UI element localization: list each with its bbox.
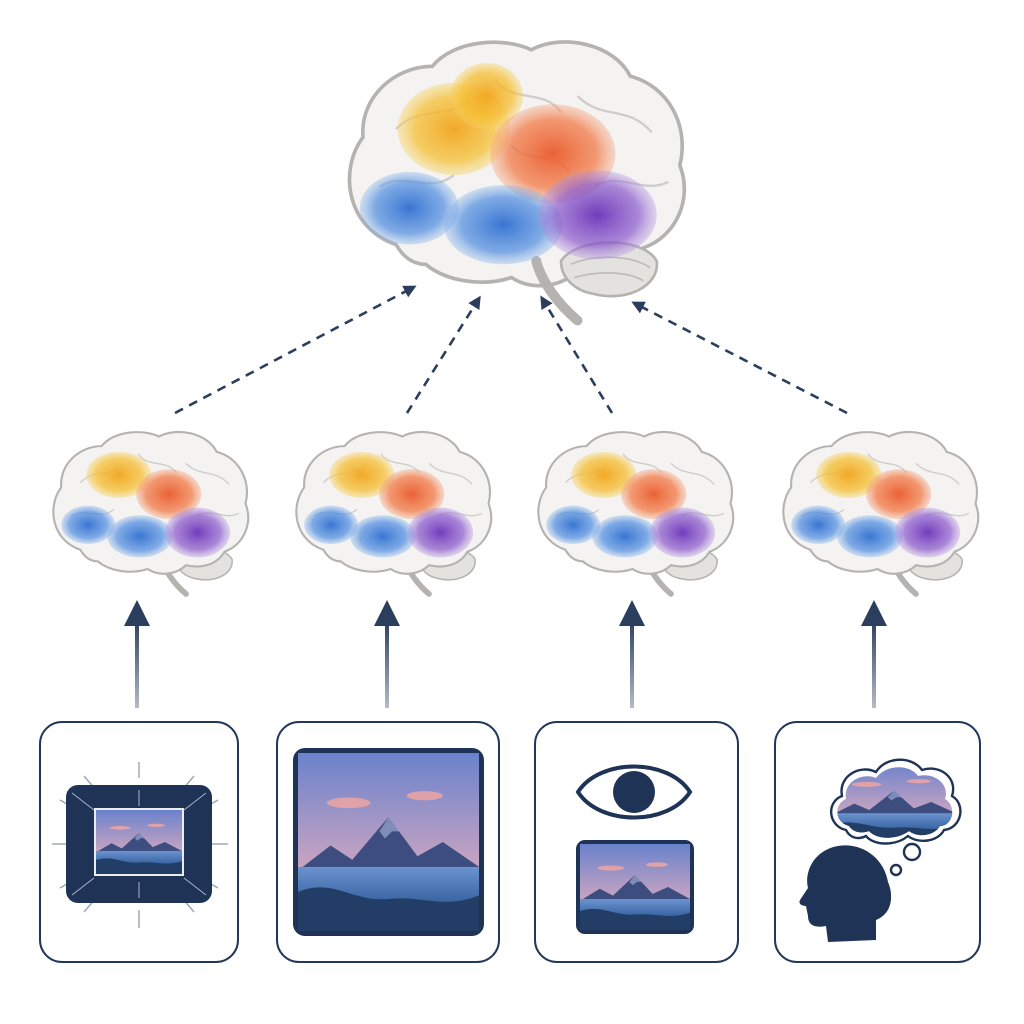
panel-eye-viewing-image [534, 721, 739, 963]
region-orange [621, 469, 687, 520]
region-purple [894, 507, 961, 558]
region-purple [649, 507, 716, 558]
panel-landscape-image [276, 721, 500, 963]
region-blue-center [837, 515, 903, 558]
solid-arrows [124, 600, 887, 708]
region-blue-center [592, 515, 658, 558]
eye-icon [575, 764, 693, 820]
region-orange [136, 469, 202, 520]
landscape-icon [293, 748, 484, 936]
thinking-head-icon [799, 845, 892, 942]
arrow-dashed-3 [540, 295, 614, 414]
dashed-arrows [174, 285, 848, 415]
region-yellow [571, 451, 637, 498]
brain-perception-bright [52, 430, 250, 597]
arrow-solid-2 [374, 600, 400, 708]
region-purple [164, 507, 231, 558]
region-orange [866, 469, 932, 520]
region-blue-center [350, 515, 416, 558]
panel-flashing-image [39, 721, 239, 963]
panel-imagining-scene [774, 721, 981, 963]
region-yellow [816, 451, 882, 498]
brain-perception-plain [295, 430, 493, 597]
region-yellow-top [450, 63, 524, 129]
region-yellow [86, 451, 152, 498]
region-blue-left [546, 505, 600, 545]
arrow-dashed-1 [174, 285, 417, 415]
arrow-dashed-4 [631, 301, 848, 415]
region-purple [407, 507, 474, 558]
region-blue-left [61, 505, 115, 545]
region-blue-center [443, 185, 563, 265]
arrow-solid-1 [124, 600, 150, 708]
thought-bubble-icon [830, 758, 962, 877]
small-image-icon [576, 840, 694, 934]
region-yellow [329, 451, 395, 498]
integrated-brain-activation [347, 40, 687, 326]
region-blue-center [107, 515, 173, 558]
arrow-solid-3 [619, 600, 645, 708]
region-purple [537, 170, 657, 260]
region-blue-left [304, 505, 358, 545]
bright-image-icon [52, 762, 228, 928]
arrow-solid-4 [861, 600, 887, 708]
brain-attended-viewing [537, 430, 735, 597]
region-blue-left [359, 171, 459, 245]
arrow-dashed-2 [405, 295, 481, 414]
region-orange [379, 469, 445, 520]
brain-mental-imagery [782, 430, 980, 597]
small-brains [52, 430, 980, 597]
region-blue-left [791, 505, 845, 545]
